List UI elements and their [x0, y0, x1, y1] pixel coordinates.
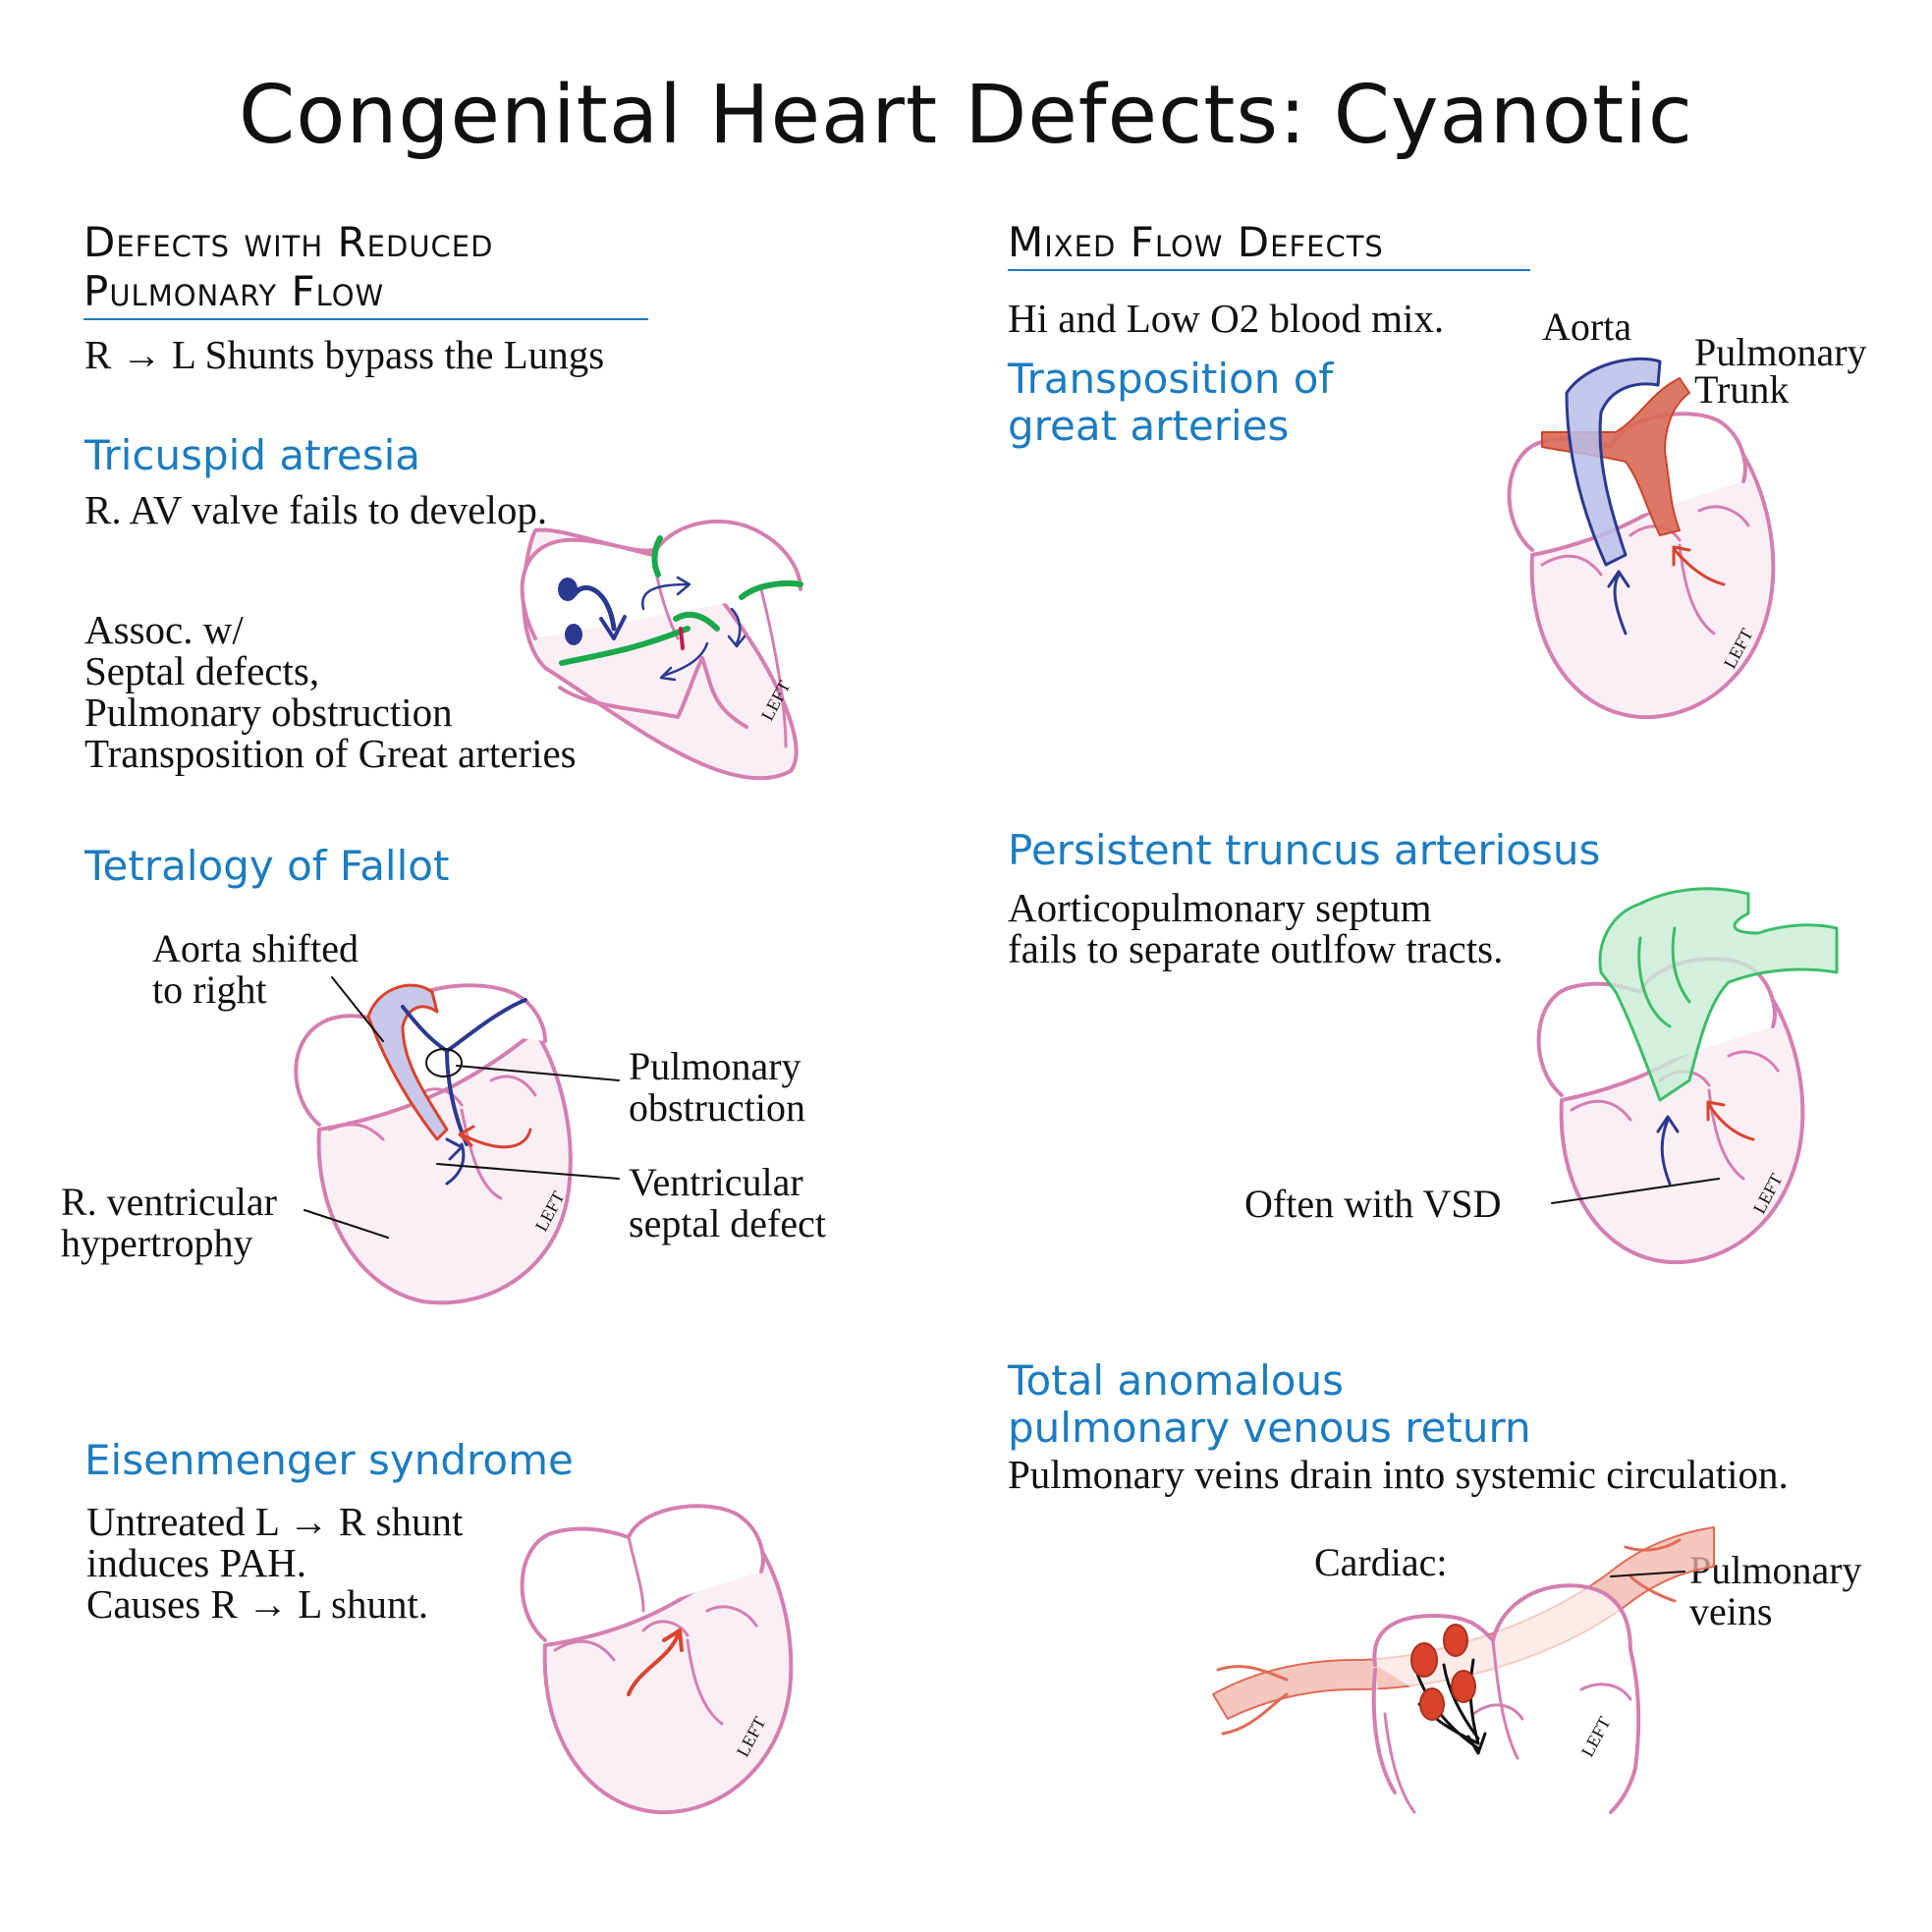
tapvr-vein-ostium: [1451, 1670, 1476, 1703]
left-section-title-line2: Pulmonary Flow: [83, 267, 385, 315]
tetralogy-aorta-line: to right: [152, 967, 267, 1012]
tetralogy-vsd-line: septal defect: [629, 1201, 826, 1245]
transposition-pulm-label: Pulmonary Trunk: [1694, 330, 1867, 412]
left-section-title: Defects with Reduced Pulmonary Flow: [83, 218, 648, 320]
left-section-title-line1: Defects with Reduced: [83, 218, 494, 266]
tetralogy-rvh-label: R. ventricular hypertrophy: [61, 1182, 277, 1264]
eisenmenger-shunt-arrow: [627, 1628, 684, 1696]
tetralogy-leader-aorta: [331, 976, 384, 1042]
eisenmenger-desc-line: induces PAH.: [86, 1540, 306, 1585]
tetralogy-leader-vsd: [436, 1163, 620, 1180]
tapvr-cardiac-label: Cardiac:: [1314, 1540, 1448, 1584]
tetralogy-aorta-line: Aorta shifted: [152, 926, 359, 970]
transposition-heading-line: Transposition of: [1008, 355, 1334, 403]
tetralogy-pulm-label: Pulmonary obstruction: [629, 1046, 805, 1129]
tetralogy-leader-pulm: [456, 1065, 620, 1081]
tricuspid-assoc: Assoc. w/ Septal defects, Pulmonary obst…: [84, 609, 577, 774]
tricuspid-assoc-line: Assoc. w/: [84, 607, 244, 652]
page-title: Congenital Heart Defects: Cyanotic: [239, 69, 1693, 162]
transposition-heading-line: great arteries: [1008, 402, 1290, 450]
tetralogy-aorta-label: Aorta shifted to right: [152, 928, 359, 1011]
tapvr-heading-line: pulmonary venous return: [1008, 1404, 1531, 1452]
tricuspid-blue-flow: [572, 584, 617, 632]
tapvr-heart-outline: [1371, 1583, 1641, 1814]
truncus-common-trunk: [1598, 887, 1839, 1102]
truncus-desc: Aorticopulmonary septum fails to separat…: [1008, 887, 1503, 969]
transposition-aorta-label: Aorta: [1542, 304, 1632, 349]
tetralogy-rvh-line: hypertrophy: [61, 1221, 253, 1265]
tapvr-vein-ostium: [1410, 1642, 1438, 1678]
tapvr-veins-label: Pulmonary veins: [1689, 1550, 1862, 1632]
right-section-subtitle: Hi and Low O2 blood mix.: [1008, 296, 1445, 341]
tricuspid-vessel-dot: [565, 624, 582, 645]
tricuspid-desc: R. AV valve fails to develop.: [84, 487, 548, 532]
transposition-pulm-line: Trunk: [1694, 367, 1790, 412]
transposition-pulmonary-trunk: [1541, 377, 1690, 536]
tricuspid-assoc-line: Septal defects,: [84, 648, 320, 693]
tetralogy-pulm-line: obstruction: [629, 1085, 805, 1130]
tricuspid-green-valve: [559, 535, 803, 666]
truncus-heading: Persistent truncus arteriosus: [1008, 826, 1601, 874]
eisenmenger-desc: Untreated L → R shunt induces PAH. Cause…: [86, 1501, 463, 1625]
tetralogy-pulm-line: Pulmonary: [629, 1044, 801, 1088]
tapvr-desc: Pulmonary veins drain into systemic circ…: [1008, 1452, 1789, 1497]
transposition-heading: Transposition of great arteries: [1008, 356, 1333, 450]
tapvr-vein-ostium: [1419, 1687, 1445, 1721]
tapvr-vein-band: [1212, 1526, 1715, 1720]
tetralogy-leader-rvh: [304, 1209, 389, 1239]
eisenmenger-desc-line: Causes R → L shunt.: [86, 1581, 429, 1627]
tapvr-veins-line: Pulmonary: [1689, 1548, 1862, 1592]
tricuspid-vessel-dot: [558, 578, 578, 601]
tetralogy-vsd-label: Ventricular septal defect: [629, 1162, 826, 1244]
tetralogy-vsd-line: Ventricular: [629, 1160, 803, 1204]
tetralogy-aorta: [366, 983, 449, 1141]
tapvr-heading-line: Total anomalous: [1008, 1356, 1345, 1405]
tricuspid-heading: Tricuspid atresia: [84, 431, 421, 479]
left-section-subtitle: R → L Shunts bypass the Lungs: [84, 332, 605, 377]
tapvr-vein-ostium: [1443, 1624, 1468, 1657]
eisenmenger-heading: Eisenmenger syndrome: [84, 1436, 574, 1484]
tricuspid-assoc-line: Transposition of Great arteries: [84, 731, 577, 776]
tetralogy-obstruction-ring: [425, 1048, 463, 1077]
truncus-leader-vsd: [1551, 1178, 1720, 1204]
tapvr-veins-line: veins: [1689, 1589, 1773, 1633]
tapvr-leader-veins: [1610, 1571, 1685, 1577]
tricuspid-assoc-line: Pulmonary obstruction: [84, 690, 453, 735]
tapvr-heading: Total anomalous pulmonary venous return: [1008, 1357, 1531, 1452]
eisenmenger-desc-line: Untreated L → R shunt: [86, 1499, 464, 1544]
transposition-pulm-line: Pulmonary: [1694, 330, 1867, 374]
tetralogy-rvh-line: R. ventricular: [61, 1180, 277, 1224]
truncus-desc-line: Aorticopulmonary septum: [1008, 885, 1432, 930]
tetralogy-heading: Tetralogy of Fallot: [84, 842, 450, 890]
transposition-aorta: [1565, 357, 1662, 567]
truncus-desc-line: fails to separate outlfow tracts.: [1008, 926, 1504, 971]
right-section-title: Mixed Flow Defects: [1008, 218, 1530, 271]
truncus-vsd-label: Often with VSD: [1244, 1182, 1502, 1226]
